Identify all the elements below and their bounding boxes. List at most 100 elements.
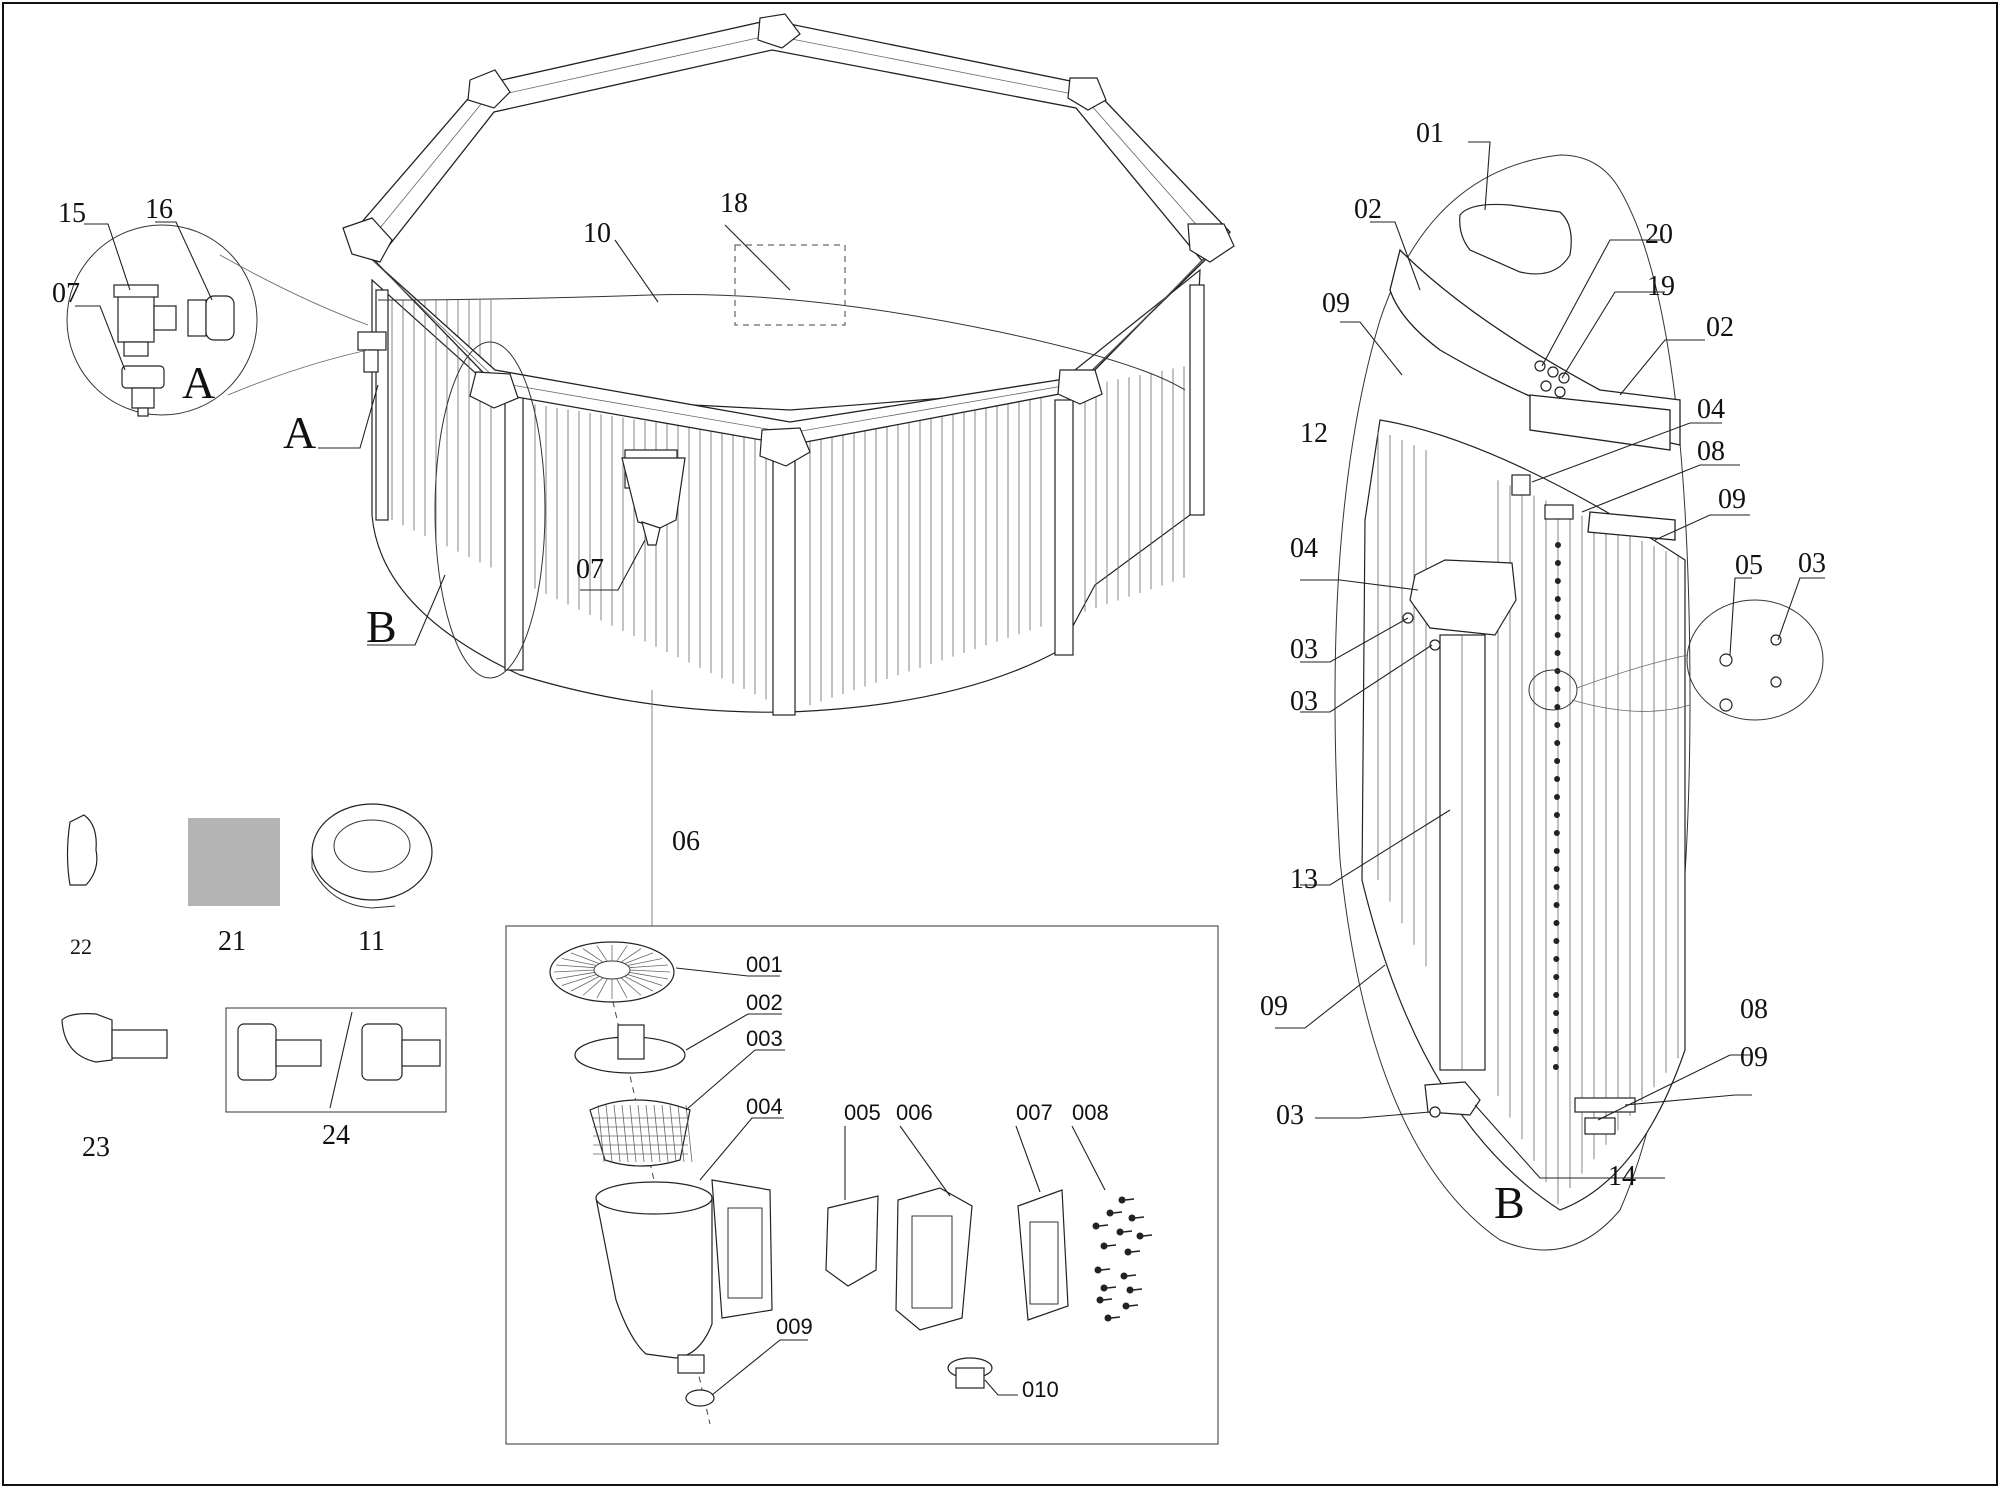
label-20: 20: [1645, 219, 1673, 250]
upright-13: [1439, 634, 1486, 1071]
rail-09: [1587, 511, 1676, 541]
part-24-box: [225, 1007, 447, 1113]
label-14: 14: [1608, 1161, 1636, 1192]
part-21-swatch: [188, 818, 280, 906]
label-24: 24: [322, 1120, 350, 1151]
nozzle-010-body: [955, 1367, 985, 1389]
pool-upright: [375, 289, 389, 521]
label-10: 10: [583, 218, 611, 249]
valve-15: [113, 284, 177, 357]
screw-008: [1126, 1286, 1143, 1294]
skimmer-gasket-007-inner: [1029, 1221, 1059, 1305]
part-24-fittings: [237, 1023, 441, 1081]
label-B-detail: B: [1494, 1177, 1525, 1228]
screw-dot: [1553, 1010, 1560, 1016]
top-rail-front: [347, 231, 1231, 446]
label-004: 004: [746, 1094, 783, 1119]
basket-mesh-line: [613, 1104, 621, 1163]
label-007: 007: [1016, 1100, 1053, 1125]
basket-mesh-line: [597, 1104, 605, 1163]
rail-caps: [342, 13, 1235, 467]
basket-mesh-line: [629, 1104, 637, 1163]
screw-008: [1096, 1296, 1113, 1304]
leader-lines: [75, 141, 1825, 1396]
skimmer-lid-spokes: [553, 945, 671, 999]
lid-spoke: [616, 978, 628, 999]
basket-mesh-line: [645, 1104, 653, 1163]
label-03c: 03: [1290, 686, 1318, 717]
label-08a: 08: [1697, 436, 1725, 467]
label-07-pool: 07: [576, 554, 604, 585]
screw-008: [1120, 1272, 1137, 1280]
label-03b: 03: [1290, 634, 1318, 665]
screw-008: [1100, 1242, 1117, 1250]
skimmer-disc-stem: [617, 1024, 645, 1060]
detail-05-connector: [1576, 654, 1689, 689]
lid-spoke: [596, 945, 608, 962]
clip-08-bottom: [1584, 1117, 1616, 1135]
wall-panel: [1361, 419, 1686, 1211]
basket-mesh-line: [653, 1104, 661, 1163]
label-009: 009: [776, 1314, 813, 1339]
basket-mesh-line: [637, 1104, 645, 1163]
o-ring-009: [685, 1389, 715, 1407]
label-05: 05: [1735, 550, 1763, 581]
loose-parts: [61, 803, 447, 1113]
label-22: 22: [70, 934, 92, 959]
label-09d: 09: [1740, 1042, 1768, 1073]
screw-column: [1552, 542, 1561, 1070]
bolts-19-20: [1534, 360, 1570, 398]
screw-dot: [1554, 722, 1561, 728]
label-010: 010: [1022, 1377, 1059, 1402]
lid-spoke: [561, 974, 597, 986]
pool-wall-ribs: [391, 300, 1185, 706]
screw-dot: [1554, 614, 1561, 620]
lid-spoke: [553, 969, 595, 973]
label-008: 008: [1072, 1100, 1109, 1125]
lid-spoke: [582, 977, 604, 996]
screw-dot: [1554, 704, 1561, 710]
screw-008: [1106, 1209, 1123, 1217]
lid-spoke: [561, 958, 597, 966]
screw-008: [1094, 1266, 1111, 1274]
label-B-pool: B: [366, 601, 397, 652]
lid-spoke: [629, 969, 671, 973]
fasteners-05-03: [1719, 634, 1782, 712]
upright-bracket-04: [1409, 559, 1517, 636]
lid-spoke: [627, 958, 663, 966]
detail-05-connector: [1571, 699, 1691, 712]
label-04b: 04: [1290, 533, 1318, 564]
label-11: 11: [358, 926, 385, 957]
screw-dot: [1554, 650, 1561, 656]
part-22-clip: [66, 814, 98, 886]
screw-dot: [1553, 866, 1560, 872]
basket-mesh-line: [677, 1104, 685, 1163]
item-18-dashed-box: [734, 244, 846, 326]
screw-dot: [1554, 578, 1561, 584]
screw-008: [1124, 1248, 1141, 1256]
screw-dot: [1552, 1064, 1559, 1070]
detail-a: [66, 224, 369, 417]
screw-008: [1128, 1214, 1145, 1222]
lid-spoke: [555, 971, 595, 980]
valve-07-detail: [121, 365, 165, 417]
screw-008: [1136, 1232, 1153, 1240]
label-09c: 09: [1260, 991, 1288, 1022]
lid-spoke: [616, 945, 628, 962]
screw-dot: [1554, 740, 1561, 746]
label-01: 01: [1416, 118, 1444, 149]
top-cap-01: [1459, 203, 1572, 275]
label-02a: 02: [1354, 194, 1382, 225]
lid-spoke: [596, 978, 608, 999]
skimmer-body-004: [595, 1179, 773, 1374]
label-21: 21: [218, 926, 246, 957]
basket-mesh-line: [685, 1104, 693, 1163]
skimmer-exploded-view: [505, 690, 1219, 1445]
label-18: 18: [720, 188, 748, 219]
pool-upright: [1189, 284, 1205, 516]
pool-assembly: [342, 13, 1235, 716]
pool-skimmer: [621, 449, 686, 546]
detail-05-03-circle: [1686, 599, 1824, 721]
screw-dot: [1553, 812, 1560, 818]
